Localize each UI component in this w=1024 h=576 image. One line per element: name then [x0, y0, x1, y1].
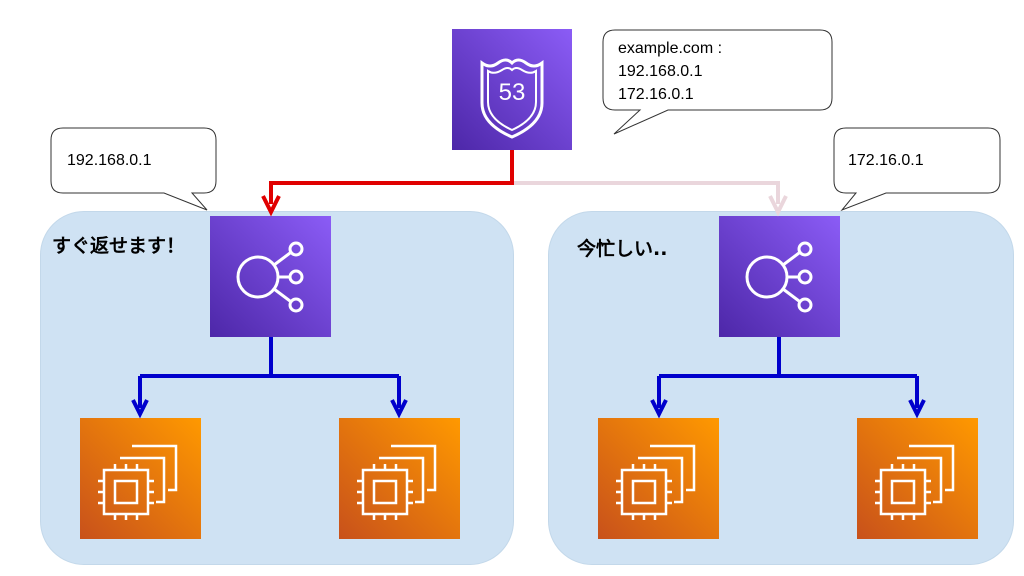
left-load-balancer [210, 216, 331, 337]
route-to-left-connector [269, 150, 514, 204]
elastic-load-balancer-icon [236, 241, 304, 313]
ec2-instance-icon [357, 444, 437, 520]
ec2-instance-icon [616, 444, 696, 520]
ec2-instance-icon [98, 444, 178, 520]
route53-shield-icon [480, 58, 544, 139]
dns-callout-line-3: 172.16.0.1 [618, 86, 694, 103]
route-to-left-arrowhead [261, 195, 281, 217]
right-callout-text: 172.16.0.1 [848, 152, 924, 169]
right-region-caption: 今忙しい.. [577, 238, 668, 260]
left-ec2-instance-2 [339, 418, 460, 539]
ec2-instance-icon [875, 444, 955, 520]
right-ec2-instance-2 [857, 418, 978, 539]
dns-callout-line-1: example.com : [618, 40, 723, 57]
route53-label: 53 [498, 79, 526, 106]
route-to-right-connector [510, 150, 780, 204]
route-to-right-arrowhead [768, 195, 788, 217]
right-ec2-instance-1 [598, 418, 719, 539]
dns-callout-text: example.com : 192.168.0.1 172.16.0.1 [618, 37, 722, 106]
left-ec2-instance-1 [80, 418, 201, 539]
left-callout-text: 192.168.0.1 [67, 152, 152, 169]
right-load-balancer [719, 216, 840, 337]
left-region-caption: すぐ返せます！ [52, 235, 186, 257]
elastic-load-balancer-icon [745, 241, 813, 313]
dns-callout-line-2: 192.168.0.1 [618, 63, 703, 80]
route53-icon [452, 29, 572, 150]
